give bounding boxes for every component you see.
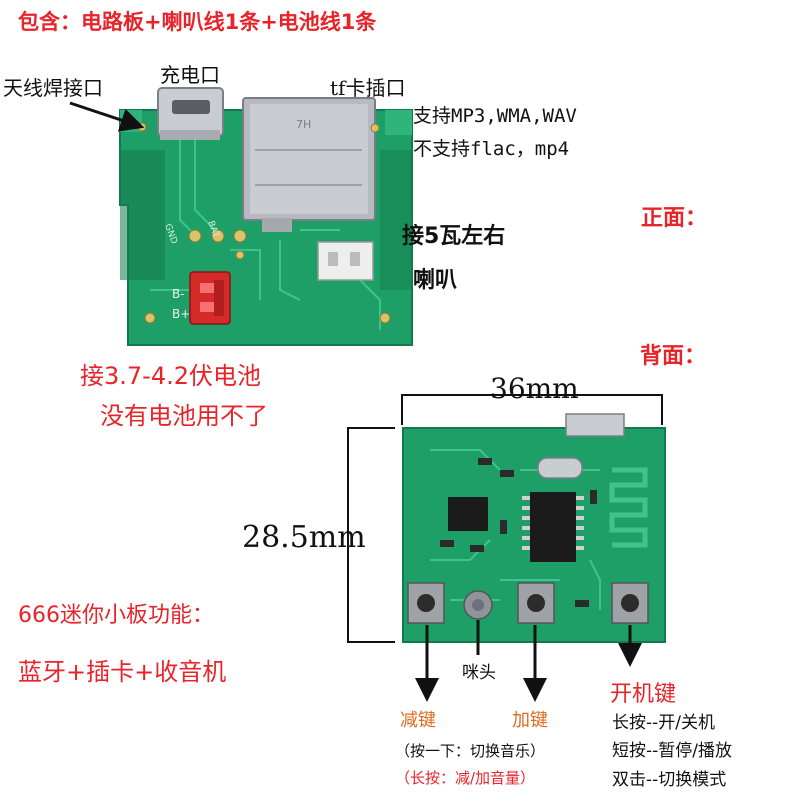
tf-slot-mark: 7H [296, 118, 311, 131]
chip-main-pins [522, 496, 584, 550]
antenna-arrow [69, 101, 145, 132]
speaker-spec-line2: 喇叭 [413, 268, 458, 293]
tf-slot-label: tf卡插口 [330, 76, 406, 100]
charge-port-label: 充电口 [160, 63, 220, 87]
tf-slot-connector [242, 97, 376, 232]
width-dimension: 36mm [490, 372, 579, 405]
battery-spec-line1: 接3.7-4.2伏电池 [80, 362, 261, 390]
features-list: 蓝牙+插卡+收音机 [18, 658, 227, 686]
battery-connector [189, 271, 231, 325]
pcb-b-plus-label: B+ [172, 307, 190, 321]
height-dimension: 28.5mm [242, 520, 366, 555]
speaker-spec-line1: 接5瓦左右 [402, 224, 506, 249]
long-press-hint: （长按：减/加音量） [395, 769, 536, 787]
minus-key-label: 减键 [400, 710, 436, 731]
back-pcb-buttons [407, 582, 649, 624]
power-key-label: 开机键 [610, 682, 677, 707]
plus-key-label: 加键 [512, 710, 548, 731]
front-side-label: 正面： [641, 206, 708, 231]
pcb-antenna-trace [609, 467, 648, 548]
smd-components [440, 458, 597, 607]
back-side-label: 背面： [640, 344, 707, 369]
chip-small [448, 497, 488, 531]
power-short-press: 短按--暂停/播放 [612, 741, 732, 761]
crystal-oscillator [537, 457, 583, 479]
features-title: 666迷你小板功能： [18, 603, 214, 628]
press-once-hint: （按一下：切换音乐） [395, 742, 546, 760]
pointer-lines [415, 620, 642, 702]
antenna-port-label: 天线焊接口 [3, 76, 103, 100]
battery-spec-line2: 没有电池用不了 [100, 402, 268, 430]
format-supported: 支持MP3,WMA,WAV [413, 105, 577, 127]
chip-main [530, 492, 576, 562]
charge-port-connector [157, 87, 224, 140]
package-contents: 包含：电路板+喇叭线1条+电池线1条 [18, 10, 377, 34]
mic-label: 咪头 [462, 663, 496, 683]
dimension-lines [347, 394, 663, 643]
format-unsupported: 不支持flac，mp4 [413, 138, 570, 160]
speaker-connector [317, 241, 374, 281]
power-long-press: 长按--开/关机 [612, 713, 715, 733]
power-double-press: 双击--切换模式 [612, 770, 727, 790]
pcb-b-minus-label: B- [172, 287, 185, 301]
